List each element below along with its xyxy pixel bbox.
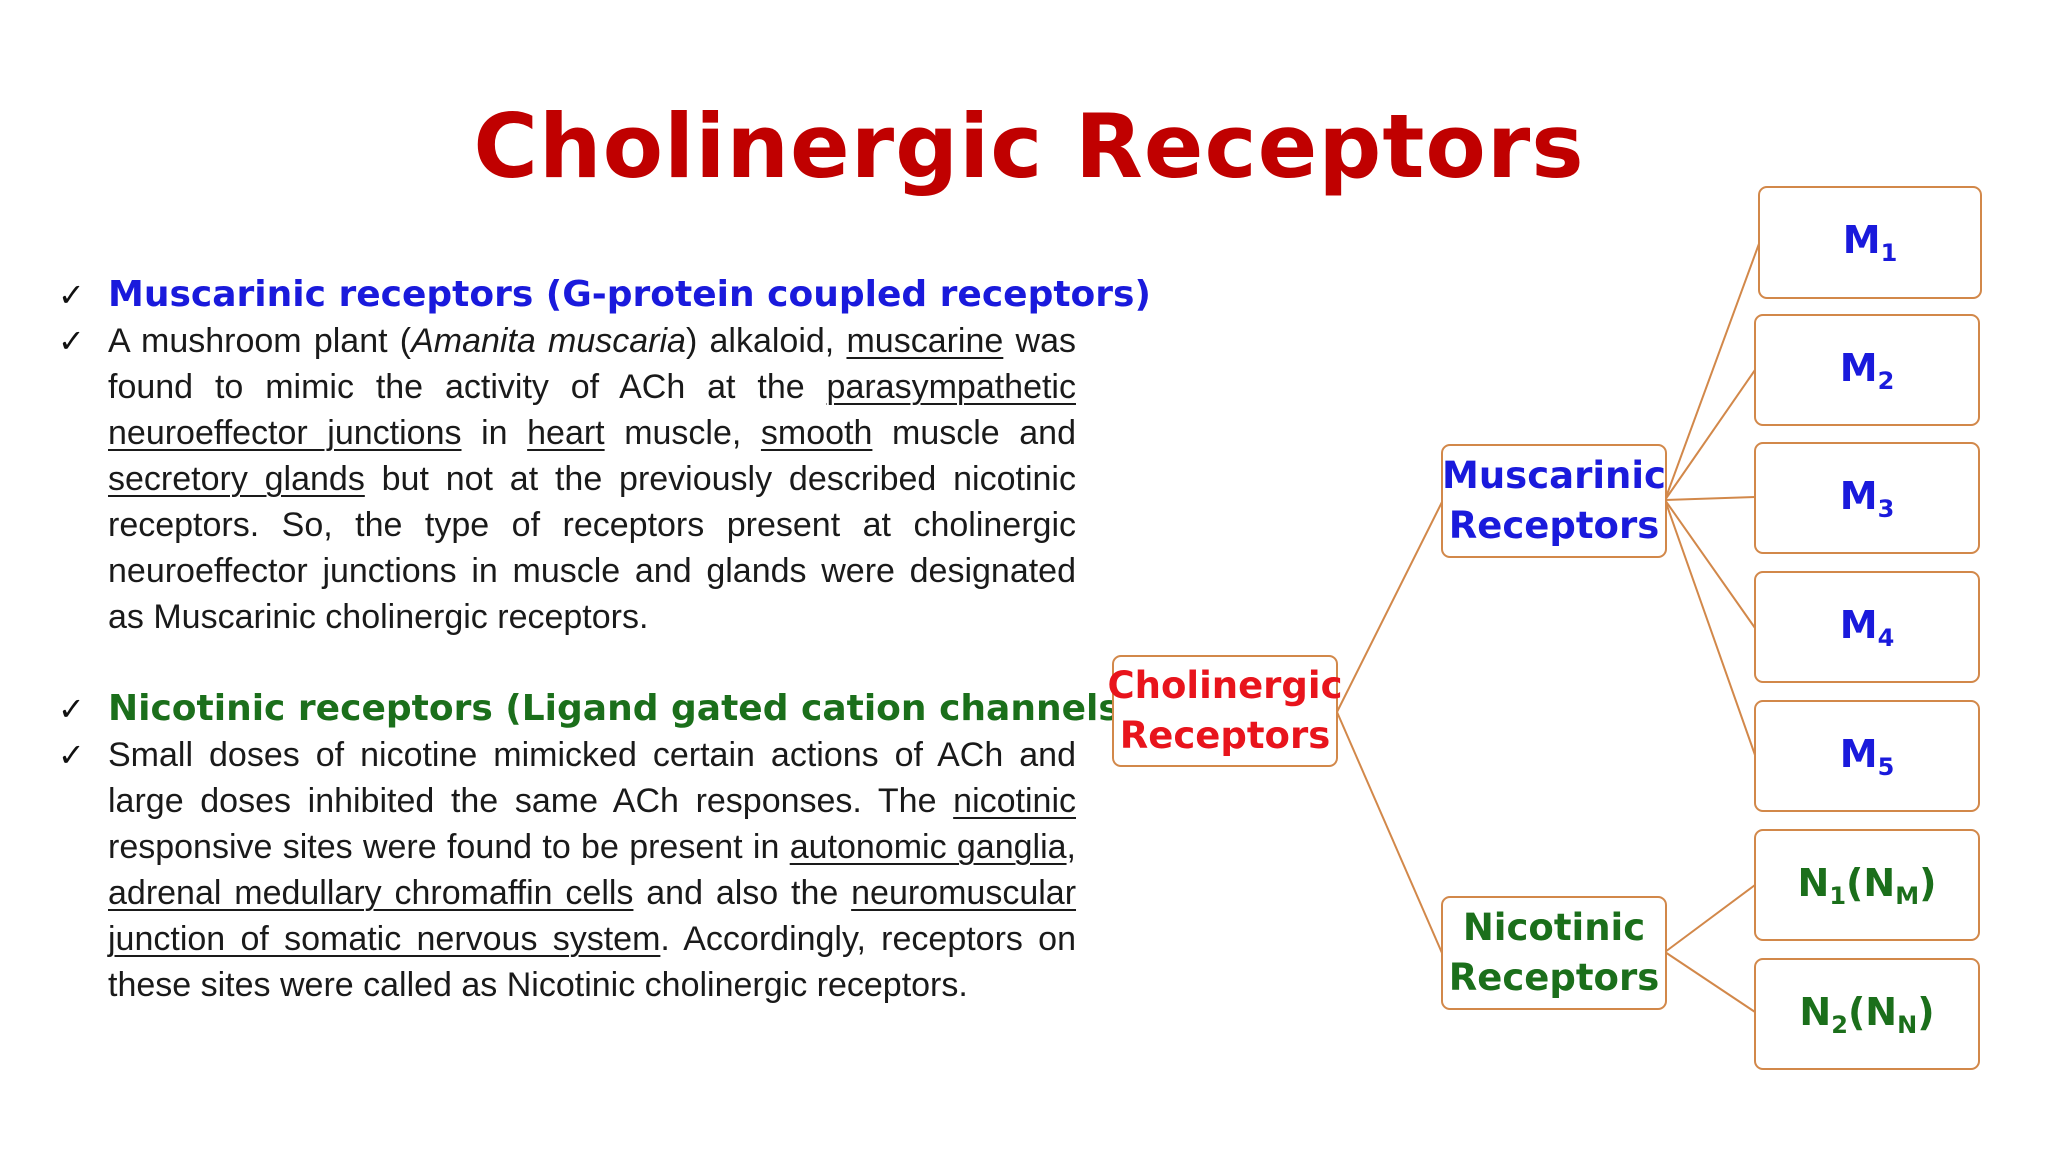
text-run: muscle,	[604, 414, 761, 452]
checkmark-icon: ✓	[58, 322, 85, 360]
underlined-term: autonomic ganglia	[789, 828, 1067, 866]
text-run: ) alkaloid,	[685, 322, 847, 360]
bullet-nicotinic-paragraph: ✓ Small doses of nicotine mimicked certa…	[58, 732, 1076, 1008]
underlined-term: smooth	[760, 414, 873, 452]
label-base: M	[1839, 345, 1878, 390]
label-base: M	[1842, 218, 1881, 262]
n1-label: N1(NM)	[1798, 861, 1937, 910]
bullet-nicotinic-heading: ✓ Nicotinic receptors (Ligand gated cati…	[58, 686, 1136, 732]
label-subscript: N	[1897, 1010, 1918, 1039]
box-label-line: Cholinergic	[1107, 664, 1343, 707]
text-run: responsive sites were found to be presen…	[108, 828, 790, 866]
label-subscript: 1	[1829, 881, 1847, 910]
connector-nicotinic-n2	[1664, 951, 1756, 1013]
bullet-muscarinic-paragraph: ✓ A mushroom plant (Amanita muscaria) al…	[58, 318, 1076, 640]
label-subscript: 2	[1831, 1010, 1848, 1039]
m4-label: M4	[1840, 603, 1895, 652]
underlined-term: nicotinic	[953, 782, 1076, 820]
connector-muscarinic-m1	[1664, 240, 1761, 501]
label-base: N	[1797, 860, 1830, 905]
m4-receptor-box: M4	[1754, 571, 1980, 683]
label-base: N	[1799, 989, 1832, 1034]
text-run: muscle and	[872, 414, 1076, 452]
m3-label: M3	[1840, 474, 1895, 523]
text-run: Small doses of nicotine mimicked certain…	[108, 736, 1076, 820]
checkmark-icon: ✓	[58, 276, 85, 314]
bullet-muscarinic-heading: ✓ Muscarinic receptors (G-protein couple…	[58, 272, 1151, 318]
m2-label: M2	[1840, 346, 1895, 395]
connector-nicotinic-n1	[1664, 884, 1756, 953]
species-name: Amanita muscaria	[411, 322, 686, 360]
box-label-line: Receptors	[1119, 714, 1331, 757]
m5-receptor-box: M5	[1754, 700, 1980, 812]
label-paren-open: (N	[1846, 860, 1896, 905]
connector-muscarinic-m4	[1664, 499, 1756, 629]
label-base: M	[1839, 473, 1878, 518]
box-label-line: Muscarinic	[1442, 454, 1666, 497]
spacer	[58, 640, 1076, 686]
box-label-line: Receptors	[1448, 956, 1660, 999]
nicotinic-paragraph: Small doses of nicotine mimicked certain…	[108, 732, 1076, 1008]
label-paren-open: (N	[1847, 989, 1898, 1034]
m3-receptor-box: M3	[1754, 442, 1980, 554]
text-run: was found to mimic the activity of ACh a…	[108, 322, 1076, 406]
connector-muscarinic-m5	[1664, 499, 1756, 756]
m1-label: M1	[1843, 218, 1898, 267]
underlined-term: heart	[527, 414, 605, 452]
label-subscript: 1	[1880, 239, 1898, 267]
connector-root-muscarinic	[1336, 501, 1443, 713]
label-subscript: 4	[1877, 623, 1895, 652]
m2-receptor-box: M2	[1754, 314, 1980, 426]
underlined-term: secretory glands	[108, 460, 365, 498]
label-subscript: M	[1895, 881, 1920, 910]
n2-nn-receptor-box: N2(NN)	[1754, 958, 1980, 1070]
label-base: M	[1839, 602, 1878, 647]
m5-label: M5	[1840, 732, 1895, 781]
text-run: ,	[1066, 828, 1076, 866]
text-run: and also the	[633, 874, 852, 912]
connector-root-nicotinic	[1336, 711, 1443, 954]
label-base: M	[1839, 731, 1878, 776]
label-paren-close: )	[1919, 860, 1937, 905]
muscarinic-paragraph: A mushroom plant (Amanita muscaria) alka…	[108, 318, 1076, 640]
cholinergic-receptors-box: Cholinergic Receptors	[1107, 655, 1343, 767]
label-subscript: 5	[1877, 752, 1895, 781]
nicotinic-heading: Nicotinic receptors (Ligand gated cation…	[108, 688, 1137, 729]
m1-receptor-box: M1	[1758, 186, 1982, 299]
n2-label: N2(NN)	[1799, 990, 1934, 1039]
text-run: in	[461, 414, 528, 452]
checkmark-icon: ✓	[58, 690, 85, 728]
text-column: ✓ Muscarinic receptors (G-protein couple…	[58, 272, 1151, 1008]
label-paren-close: )	[1917, 989, 1935, 1034]
muscarinic-receptors-box: Muscarinic Receptors	[1441, 444, 1667, 558]
muscarinic-heading: Muscarinic receptors (G-protein coupled …	[108, 274, 1151, 315]
underlined-term: adrenal medullary chromaffin cells	[108, 874, 634, 912]
connector-muscarinic-m2	[1664, 369, 1756, 501]
label-subscript: 2	[1877, 366, 1895, 395]
underlined-term: muscarine	[846, 322, 1004, 360]
box-label-line: Nicotinic	[1462, 906, 1646, 949]
text-run: A mushroom plant (	[108, 322, 412, 360]
connector-muscarinic-m3	[1664, 496, 1756, 501]
underlined-term: neuromuscular junction of somatic nervou…	[108, 874, 1077, 958]
n1-nm-receptor-box: N1(NM)	[1754, 829, 1980, 941]
underlined-term: parasympathetic neuroeffector junctions	[108, 368, 1076, 452]
text-run: but not at the previously described nico…	[108, 460, 1076, 636]
box-label-line: Receptors	[1448, 504, 1660, 547]
checkmark-icon: ✓	[58, 736, 85, 774]
label-subscript: 3	[1877, 494, 1895, 523]
nicotinic-receptors-box: Nicotinic Receptors	[1441, 896, 1667, 1010]
slide-title: Cholinergic Receptors	[473, 95, 1585, 198]
text-run: . Accordingly, receptors on these sites …	[108, 920, 1076, 1004]
